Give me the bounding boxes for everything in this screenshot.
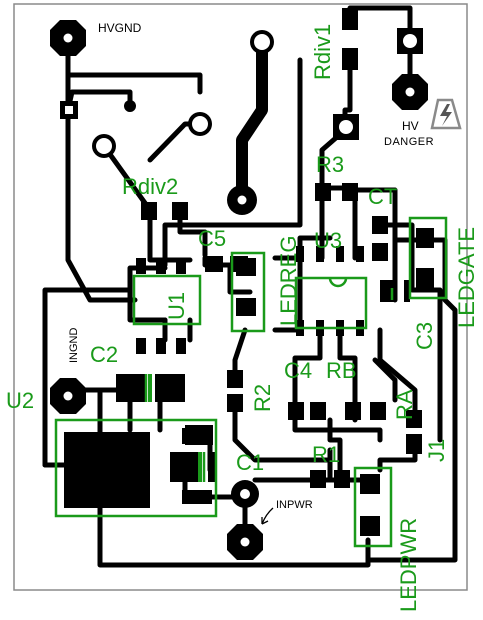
r3-label: R3 [316, 152, 344, 177]
smd-pads [116, 8, 434, 536]
ring-pad-3 [124, 100, 136, 112]
hv-label: HV [402, 119, 419, 133]
rdiv1-label: Rdiv1 [310, 24, 335, 80]
ra-label: RA [392, 389, 417, 420]
c4-label: C4 [284, 358, 312, 383]
inpwr-label: INPWR [276, 499, 313, 511]
u2-outline [54, 418, 218, 518]
u3-label: U3 [314, 228, 342, 253]
u3-outline [294, 276, 368, 330]
j1-label: J1 [424, 439, 449, 462]
silkscreen-outlines [54, 216, 448, 548]
board-outline [13, 3, 468, 591]
ingnd-label: INGND [68, 328, 80, 364]
u2-label: U2 [6, 388, 34, 413]
ct-label: CT [368, 184, 397, 209]
u2-tab-pad [64, 432, 150, 508]
u1-label: U1 [164, 292, 189, 320]
ledgate-label: LEDGATE [454, 227, 479, 328]
c2-label: C2 [90, 342, 118, 367]
c1-label: C1 [236, 450, 264, 475]
ledpwr-label: LEDPWR [396, 518, 421, 612]
rb-label: RB [326, 358, 357, 383]
ledpwr-outline [353, 466, 393, 548]
r2-label: R2 [250, 384, 275, 412]
inpwr-arrow [261, 507, 274, 525]
rdiv2-label: Rdiv2 [122, 174, 178, 199]
c3-label: C3 [412, 322, 437, 350]
hv-danger-icon [430, 98, 462, 130]
ledreg-label: LEDREG [276, 236, 301, 326]
danger-label: DANGER [384, 136, 434, 148]
c5-label: C5 [198, 226, 226, 251]
u1-outline [132, 274, 202, 326]
through-hole-pads [50, 20, 428, 560]
ledreg-outline [230, 251, 266, 333]
hvgnd-label: HVGND [98, 21, 142, 35]
r1-label: R1 [312, 442, 340, 467]
ledgate-outline [408, 216, 448, 300]
